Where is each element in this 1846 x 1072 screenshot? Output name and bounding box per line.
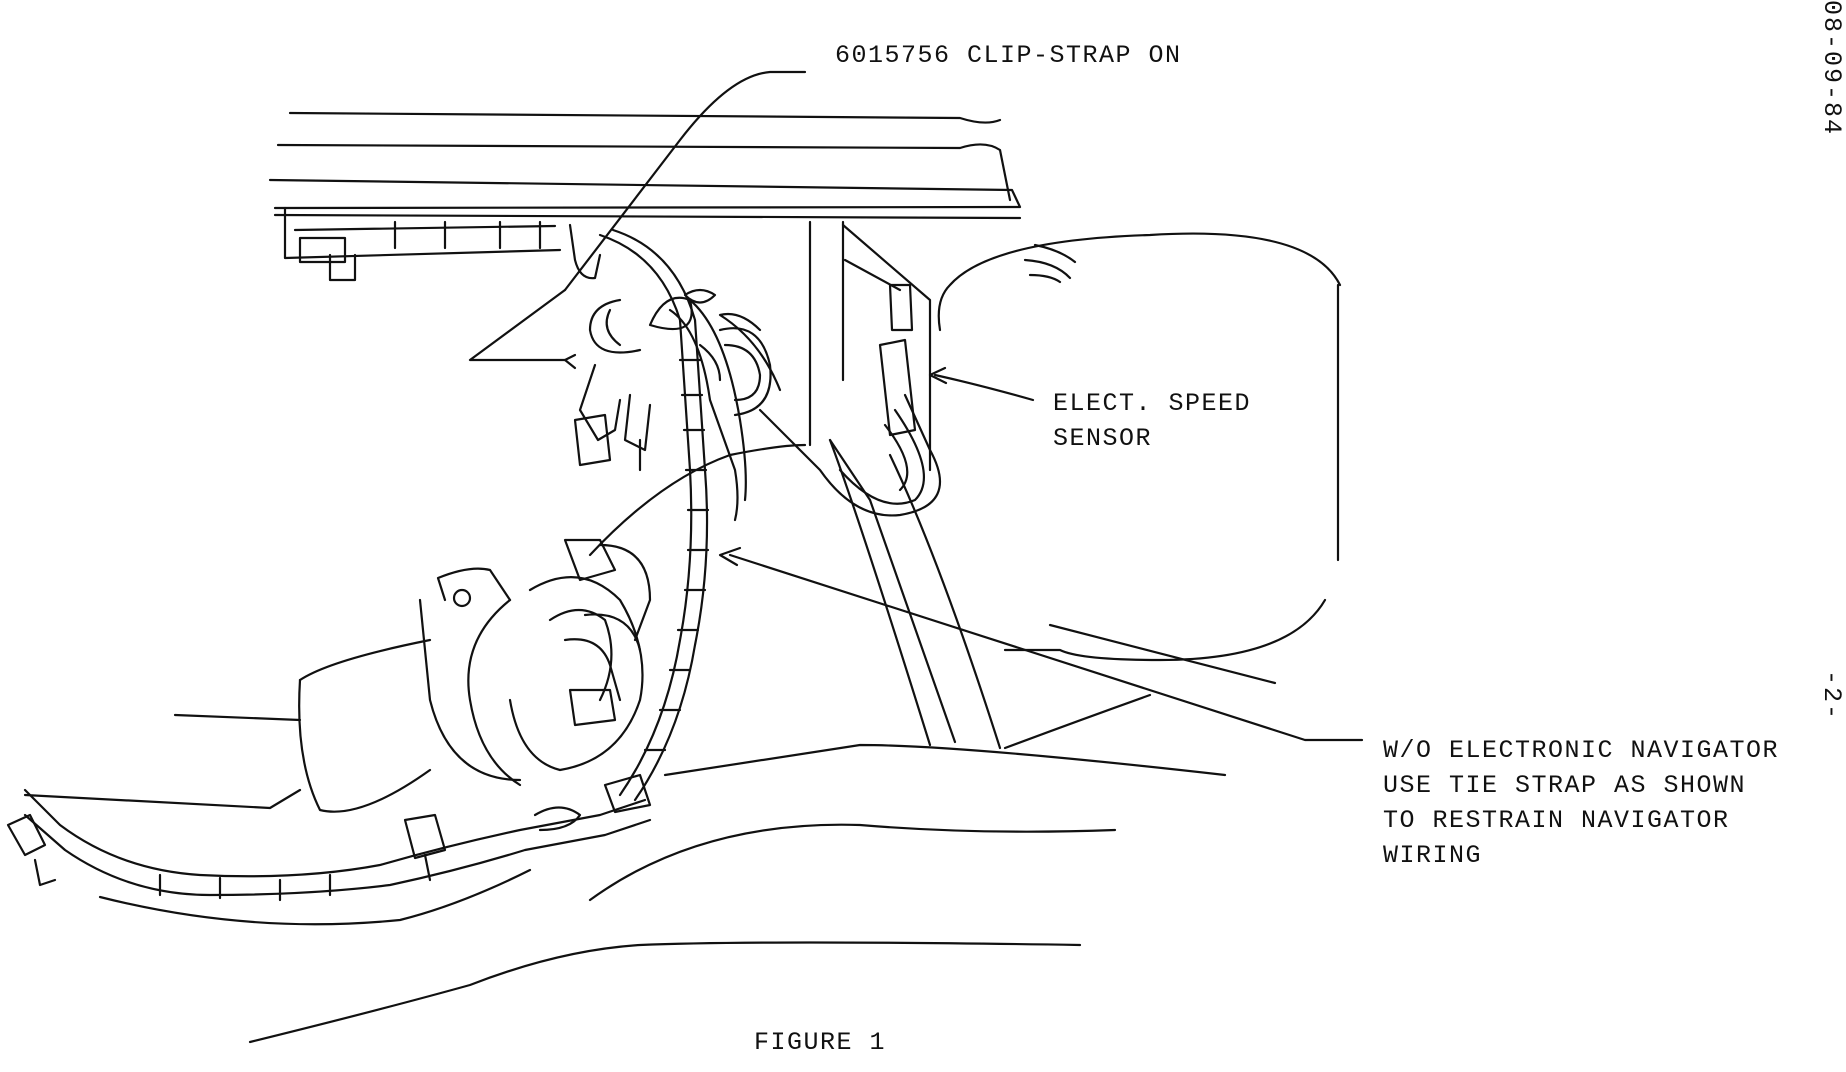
clip-leader: [565, 72, 805, 290]
arrow-head: [720, 548, 740, 565]
motor: [175, 540, 650, 812]
arrow-head: [930, 368, 946, 383]
navigator-note-line: USE TIE STRAP AS SHOWN: [1383, 771, 1747, 800]
navigator-leader: [730, 555, 1362, 740]
main-harness: [600, 230, 746, 800]
arrow-head: [565, 355, 575, 368]
lower-hose: [8, 775, 650, 900]
speed-sensor-label-line: SENSOR: [1053, 424, 1153, 453]
upper-panel: [270, 113, 1020, 470]
navigator-leader-2: [1005, 695, 1150, 748]
navigator-note-line: TO RESTRAIN NAVIGATOR: [1383, 806, 1730, 835]
navigator-note-line: WIRING: [1383, 841, 1483, 870]
navigator-note-label: W/O ELECTRONIC NAVIGATOR USE TIE STRAP A…: [1383, 733, 1779, 873]
clip-leader-fork: [470, 290, 565, 360]
leader-lines: [470, 72, 1362, 748]
clip-strap-label: 6015756 CLIP-STRAP ON: [835, 41, 1182, 70]
figure-caption: FIGURE 1: [754, 1028, 887, 1057]
navigator-note-line: W/O ELECTRONIC NAVIGATOR: [1383, 736, 1780, 765]
margin-page-number: -2-: [1817, 670, 1846, 722]
body-contours: [25, 445, 1225, 1042]
margin-date: 08-09-84: [1817, 0, 1846, 137]
speed-sensor-label: ELECT. SPEED SENSOR: [1053, 386, 1251, 456]
speed-sensor-assembly: [720, 314, 1000, 748]
sensor-leader: [935, 375, 1033, 400]
wire-coils: [575, 300, 771, 470]
cylinder-housing: [890, 234, 1340, 683]
speed-sensor-label-line: ELECT. SPEED: [1053, 389, 1252, 418]
